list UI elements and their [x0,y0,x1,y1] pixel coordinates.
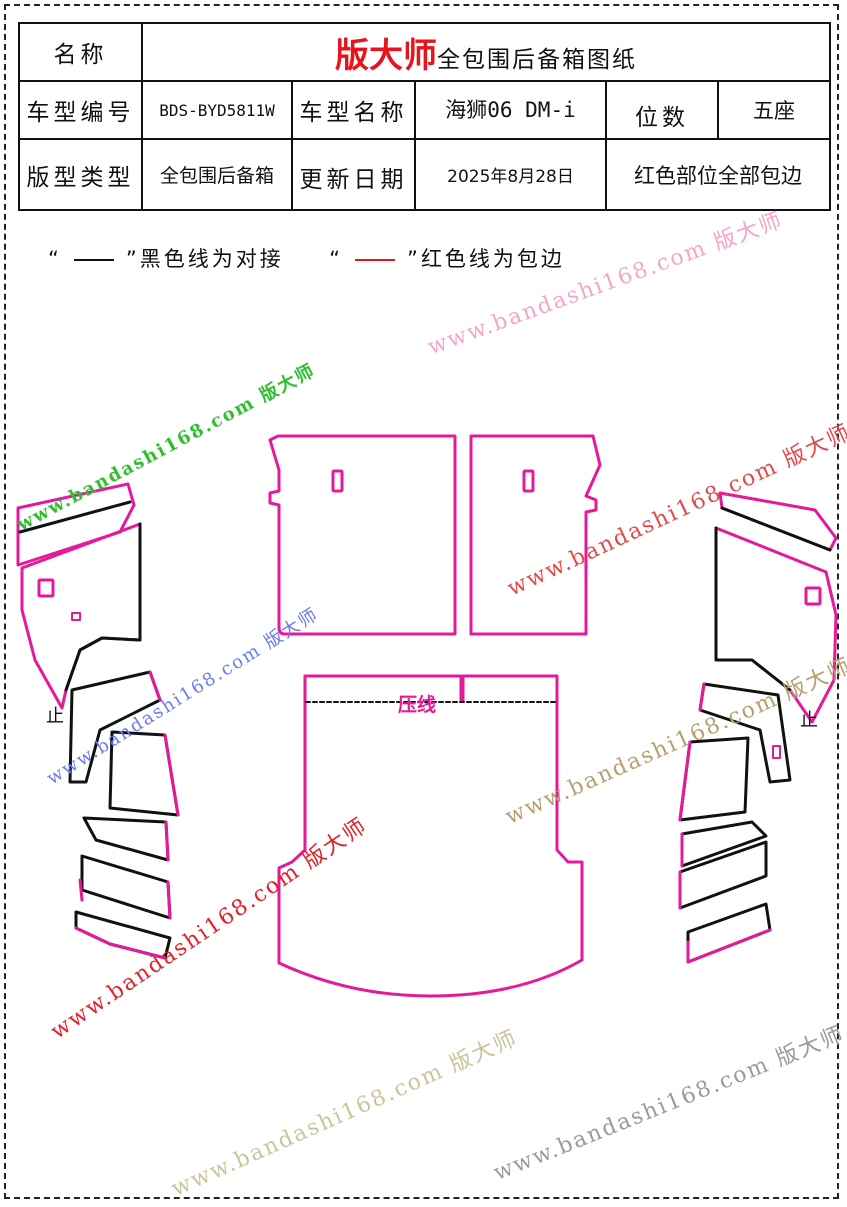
right-side-piece-c [680,820,768,868]
right-side-piece-e [686,902,772,964]
model-code-label: 车型编号 [18,80,143,140]
model-name: 海狮06 DM-i [414,80,607,140]
pattern-type-label: 版型类型 [18,138,143,211]
seats-value: 五座 [716,80,832,140]
right-side-hole-a [804,586,822,606]
title-cell: 版大师全包围后备箱图纸 [140,22,832,82]
right-side-piece-a-edge [698,682,706,712]
left-side-piece-c-edge [164,820,170,862]
trunk-floor-panel [277,674,584,998]
seats-label: 位数 [605,80,719,140]
seat-back-left-panel [268,434,457,636]
seat-back-left-slot [331,469,344,493]
red-line-text: 红色线为包边 [420,247,565,271]
model-code: BDS-BYD5811W [141,80,293,140]
black-line-text: 黑色线为对接 [139,247,284,271]
name-label: 名称 [18,22,143,82]
right-side-piece-e-edge [686,928,772,964]
model-name-label: 车型名称 [291,80,416,140]
right-stop-mark: 止 [800,710,818,731]
left-side-piece-e-edge [74,926,167,960]
drawing-title: 全包围后备箱图纸 [437,46,637,73]
right-side-seam-main [714,526,792,692]
right-side-hole-b [772,745,781,759]
left-side-seam-top [18,500,132,534]
left-side-piece-d [80,854,172,920]
brand-name: 版大师 [335,35,437,76]
left-side-piece-a-edge [148,670,162,702]
left-side-hole-b [71,612,81,621]
press-line-label: 压线 [398,693,436,716]
left-side-piece-c [82,816,170,862]
seat-back-right-panel [469,434,602,636]
right-side-piece-top [718,491,838,552]
page-border [4,4,839,1199]
right-side-piece-b-edge [678,740,692,822]
left-side-hole-a [37,578,55,598]
seat-back-right-slot [522,469,535,493]
left-side-piece-b-edge [163,733,180,817]
info-table: 名称 版大师全包围后备箱图纸 车型编号 BDS-BYD5811W 车型名称 海狮… [18,22,832,211]
black-line-sample [73,259,114,261]
update-date: 2025年8月28日 [414,138,607,211]
line-legend: “”黑色线为对接 “”红色线为包边 [48,247,565,271]
wrap-note: 红色部位全部包边 [604,138,832,211]
left-side-piece-d-edge [78,878,172,920]
red-line-sample [355,259,396,261]
left-stop-mark: 止 [46,706,64,727]
left-side-seam-main [64,522,142,692]
pattern-type: 全包围后备箱 [141,138,293,211]
left-side-piece-top [16,482,136,567]
right-side-seam-top [720,506,832,552]
update-label: 更新日期 [291,138,416,211]
